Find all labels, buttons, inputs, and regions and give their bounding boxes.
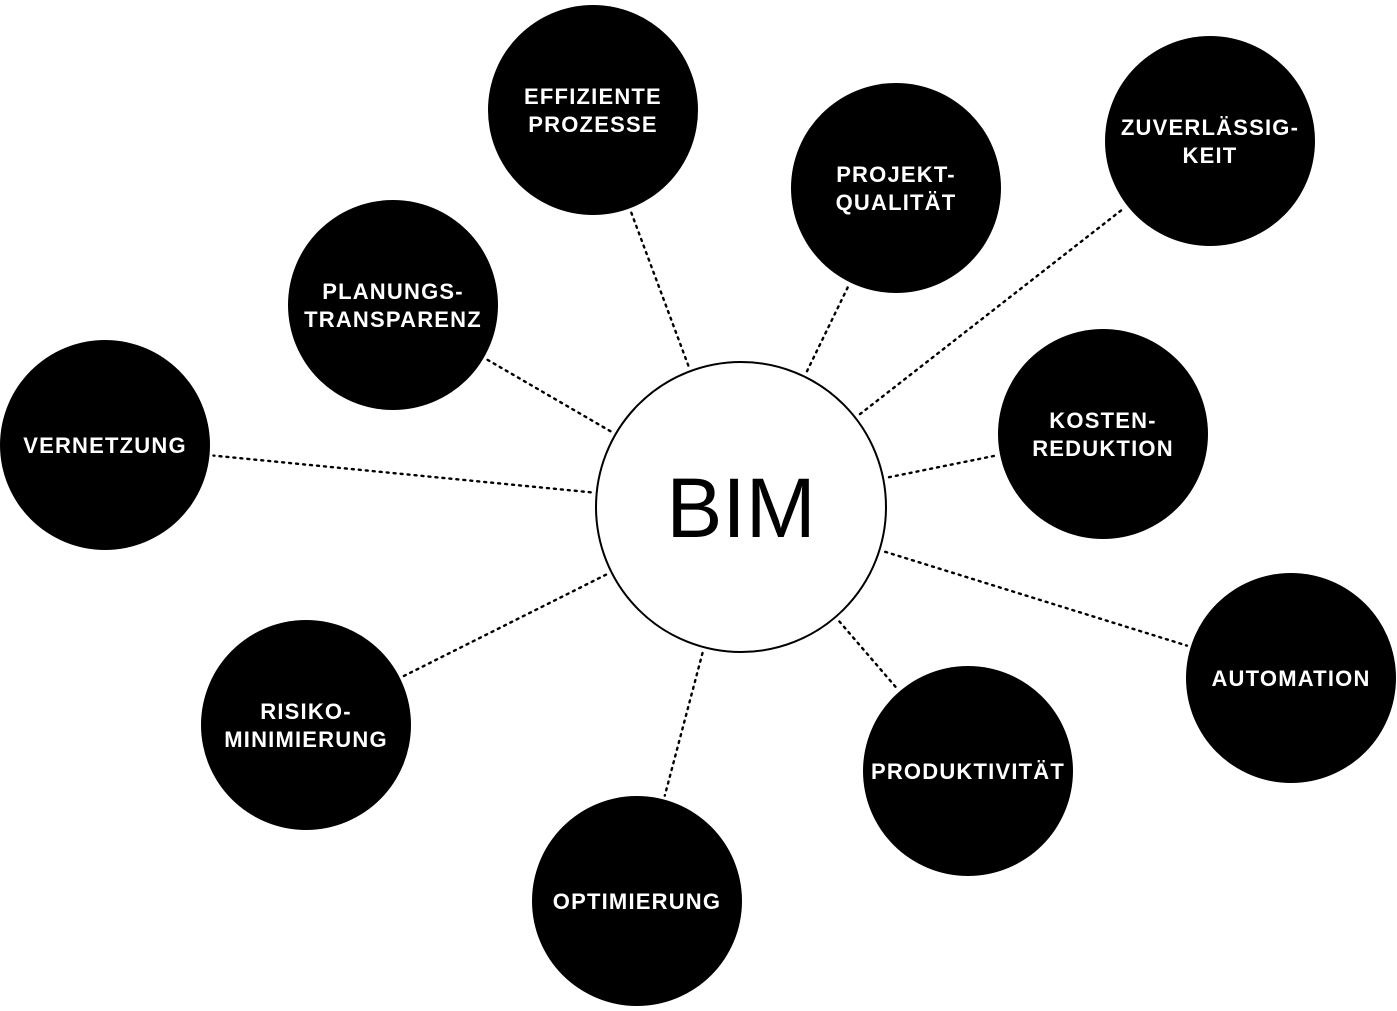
node-planungs-transparenz: PLANUNGS- TRANSPARENZ [288, 200, 498, 410]
node-circle-kosten-reduktion [998, 329, 1208, 539]
node-label-kosten-reduktion: KOSTEN- REDUKTION [1032, 408, 1174, 461]
node-produktivitaet: PRODUKTIVITÄT [863, 666, 1073, 876]
node-label-line: RISIKO- [260, 699, 352, 724]
node-label-line: TRANSPARENZ [304, 307, 482, 332]
bim-hub: BIM [595, 361, 887, 653]
connector-optimierung [663, 651, 704, 797]
node-label-line: QUALITÄT [836, 190, 957, 215]
node-automation: AUTOMATION [1186, 573, 1396, 783]
connector-vernetzung [212, 454, 592, 494]
node-circle-projekt-qualitaet [791, 83, 1001, 293]
node-label-risiko-minimierung: RISIKO- MINIMIERUNG [224, 699, 388, 752]
bim-hub-label: BIM [666, 461, 815, 555]
connector-projekt-qualitaet [805, 284, 850, 373]
connector-kosten-reduktion [887, 454, 998, 479]
node-circle-optimierung [532, 796, 742, 1006]
node-projekt-qualitaet: PROJEKT- QUALITÄT [791, 83, 1001, 293]
node-label-line: MINIMIERUNG [224, 727, 388, 752]
node-label-line: PRODUKTIVITÄT [871, 759, 1065, 784]
node-circle-produktivitaet [863, 666, 1073, 876]
node-circle-planungs-transparenz [288, 200, 498, 410]
connector-zuverlaessigkeit [858, 206, 1126, 416]
connector-produktivitaet [838, 620, 899, 690]
node-circle-automation [1186, 573, 1396, 783]
node-vernetzung: VERNETZUNG [0, 340, 210, 550]
node-label-line: PROJEKT- [836, 162, 956, 187]
node-label-vernetzung: VERNETZUNG [23, 433, 187, 458]
node-label-line: OPTIMIERUNG [553, 889, 721, 914]
node-label-automation: AUTOMATION [1211, 666, 1370, 691]
bim-hub-circle [595, 361, 887, 653]
node-label-optimierung: OPTIMIERUNG [553, 889, 721, 914]
node-label-line: EFFIZIENTE [524, 84, 662, 109]
node-label-produktivitaet: PRODUKTIVITÄT [871, 759, 1065, 784]
node-label-line: PROZESSE [528, 112, 657, 137]
node-label-zuverlaessigkeit: ZUVERLÄSSIG- KEIT [1121, 115, 1299, 168]
node-label-line: AUTOMATION [1211, 666, 1370, 691]
node-optimierung: OPTIMIERUNG [532, 796, 742, 1006]
node-label-line: ZUVERLÄSSIG- [1121, 115, 1299, 140]
node-circle-risiko-minimierung [201, 620, 411, 830]
connectors [212, 206, 1189, 797]
connector-effiziente-prozesse [629, 210, 690, 367]
node-risiko-minimierung: RISIKO- MINIMIERUNG [201, 620, 411, 830]
node-label-effiziente-prozesse: EFFIZIENTE PROZESSE [524, 84, 662, 137]
node-label-projekt-qualitaet: PROJEKT- QUALITÄT [836, 162, 957, 215]
node-label-line: VERNETZUNG [23, 433, 187, 458]
connector-automation [884, 550, 1189, 647]
node-circle-vernetzung [0, 340, 210, 550]
node-effiziente-prozesse: EFFIZIENTE PROZESSE [488, 5, 698, 215]
node-circle-zuverlaessigkeit [1105, 36, 1315, 246]
node-label-line: PLANUNGS- [322, 279, 464, 304]
benefit-nodes: EFFIZIENTE PROZESSE PROJEKT- QUALITÄT ZUVERL… [0, 5, 1396, 1006]
node-label-planungs-transparenz: PLANUNGS- TRANSPARENZ [304, 279, 482, 332]
connector-risiko-minimierung [402, 573, 608, 678]
node-label-line: KOSTEN- [1049, 408, 1156, 433]
node-zuverlaessigkeit: ZUVERLÄSSIG- KEIT [1105, 36, 1315, 246]
node-label-line: REDUKTION [1032, 436, 1174, 461]
node-label-line: KEIT [1183, 143, 1238, 168]
connector-planungs-transparenz [486, 358, 612, 433]
node-kosten-reduktion: KOSTEN- REDUKTION [998, 329, 1208, 539]
node-circle-effiziente-prozesse [488, 5, 698, 215]
